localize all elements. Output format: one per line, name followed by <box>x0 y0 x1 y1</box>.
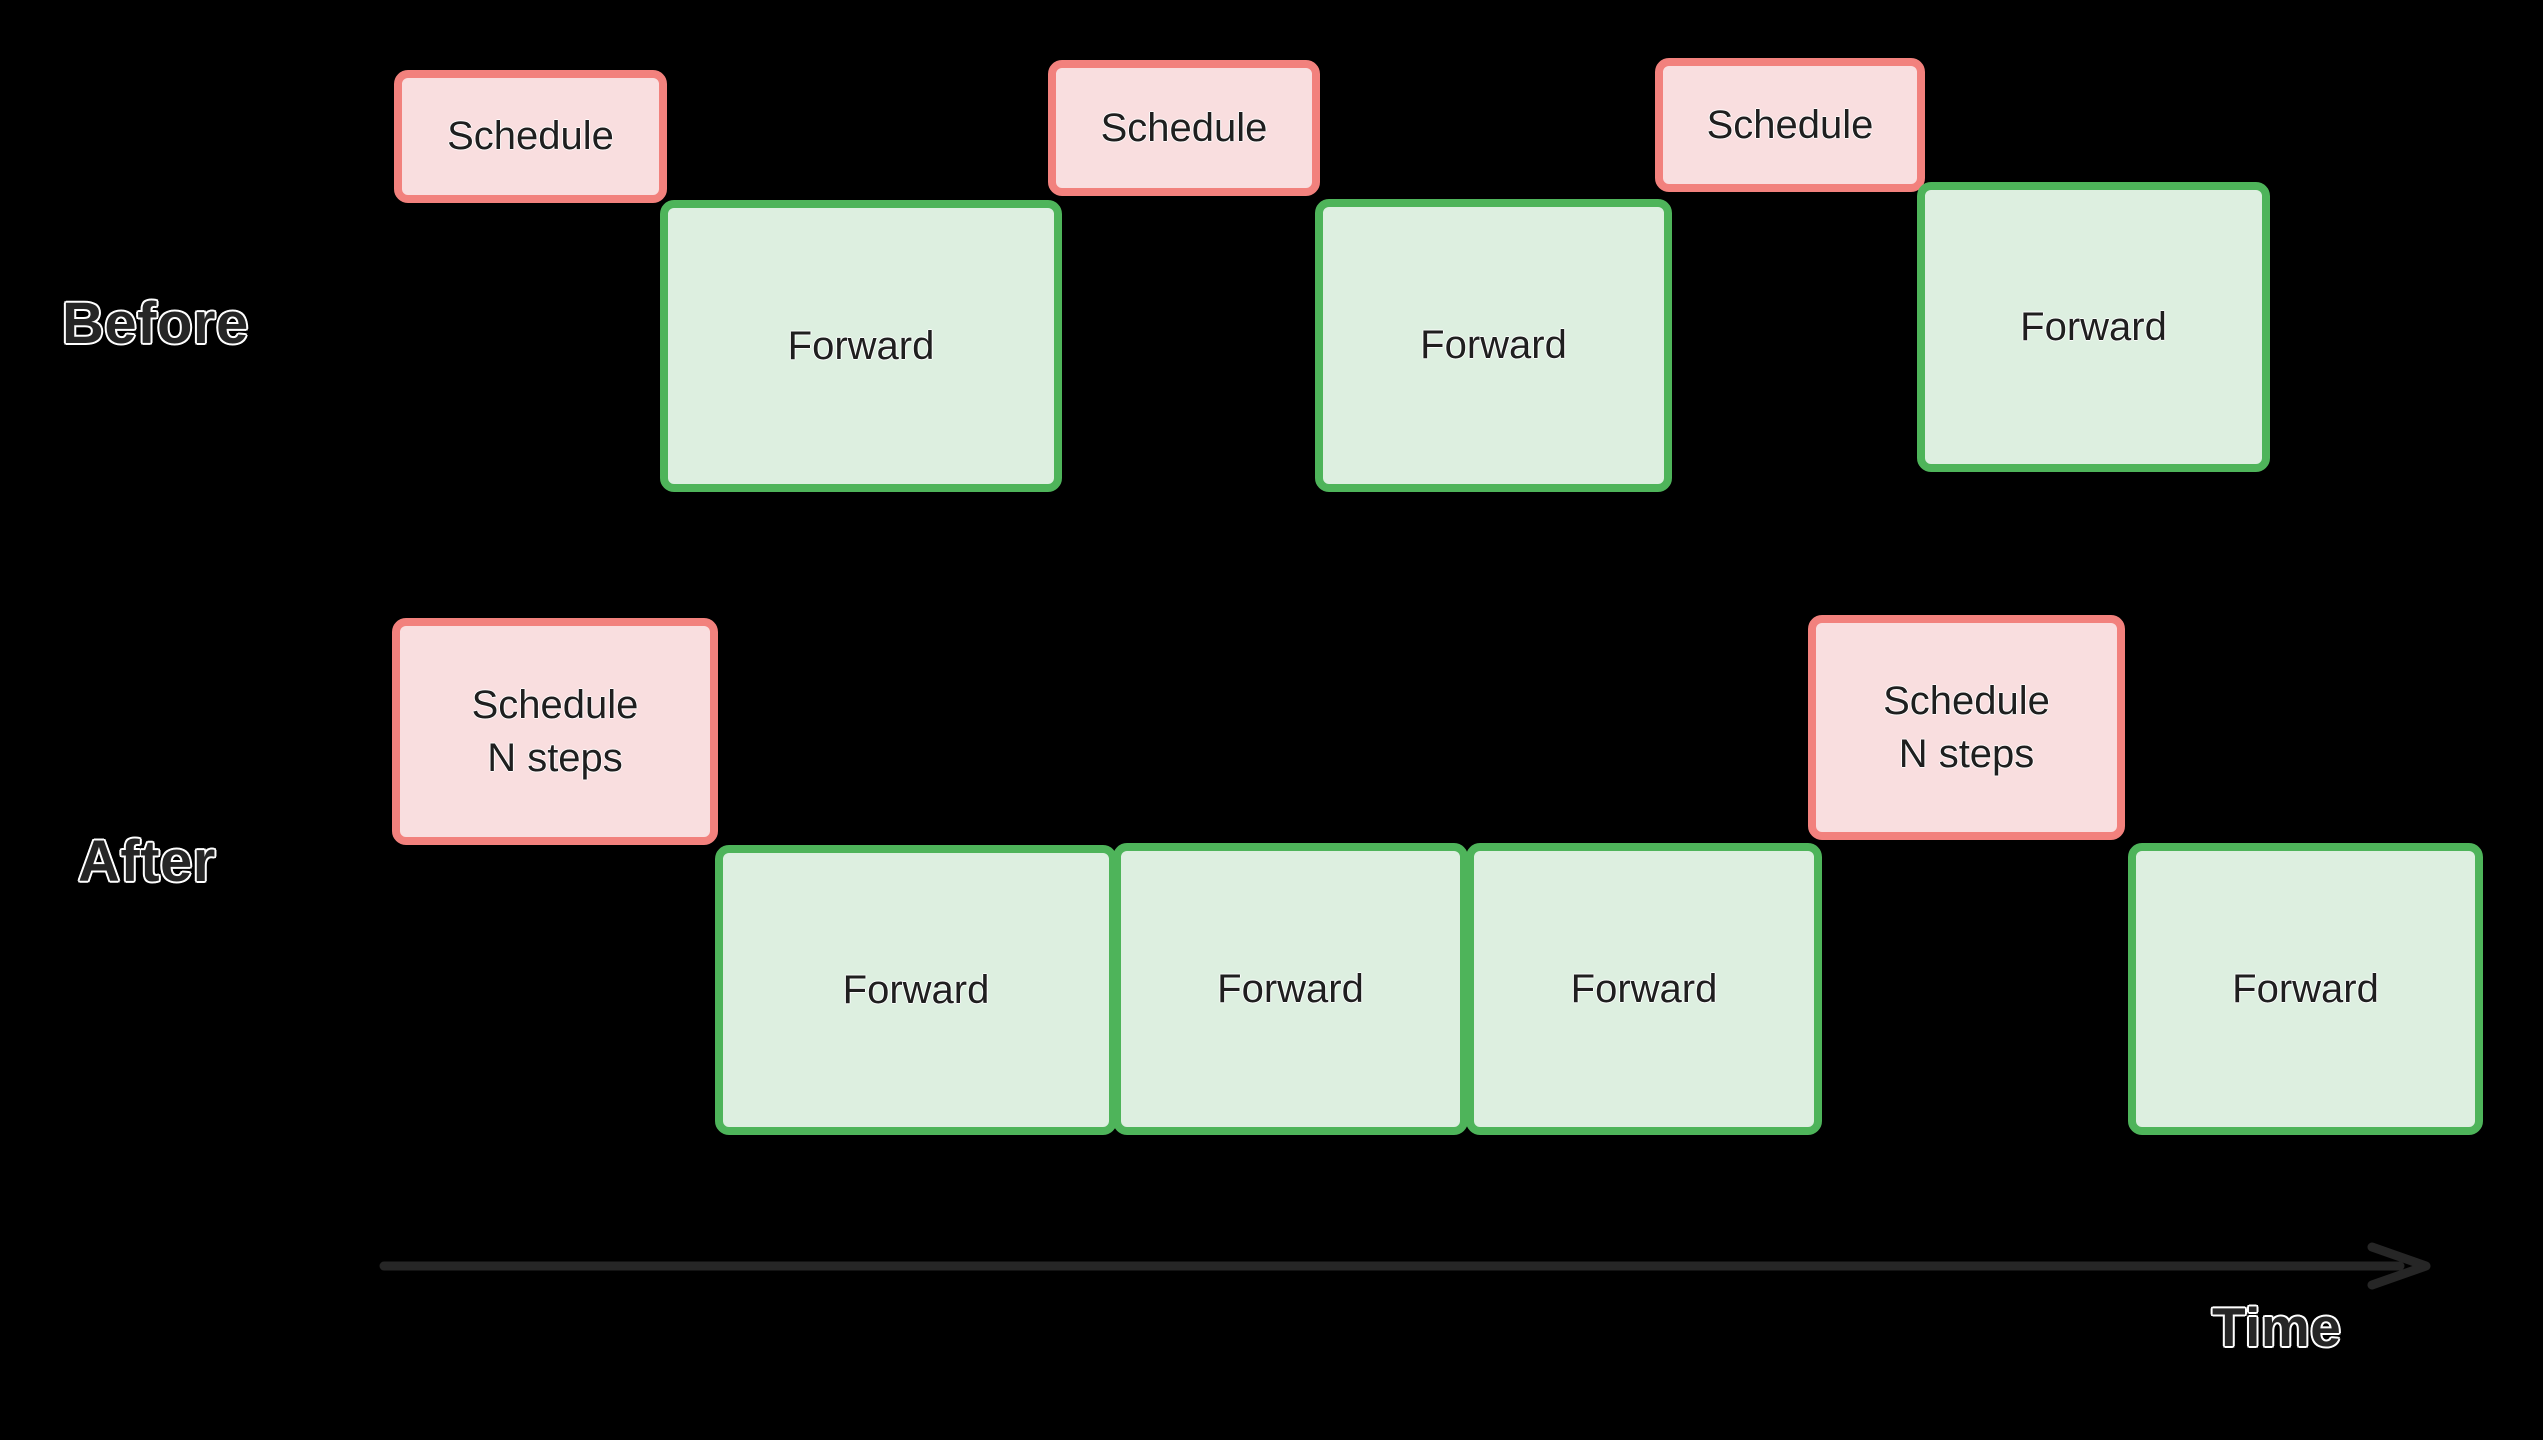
row-label-before: Before <box>62 291 249 356</box>
after-forward-block-4[interactable]: Forward <box>2128 843 2483 1135</box>
before-forward-block-1[interactable]: Forward <box>660 200 1062 492</box>
before-schedule-block-1[interactable]: Schedule <box>394 70 667 203</box>
after-forward-block-2[interactable]: Forward <box>1113 843 1468 1135</box>
block-label: Schedule N steps <box>471 682 639 780</box>
block-label: Forward <box>787 323 935 368</box>
after-schedule-block-2[interactable]: Schedule N steps <box>1808 615 2125 840</box>
block-label: Forward <box>2020 304 2167 349</box>
before-schedule-block-3[interactable]: Schedule <box>1655 58 1925 192</box>
before-schedule-block-2[interactable]: Schedule <box>1048 60 1320 196</box>
after-schedule-block-1[interactable]: Schedule N steps <box>392 618 718 845</box>
time-axis-label: Time <box>2212 1296 2342 1358</box>
block-label: Schedule <box>1706 102 1874 147</box>
block-label: Forward <box>2232 966 2379 1011</box>
block-label: Forward <box>1420 323 1567 368</box>
row-label-after: After <box>78 829 216 894</box>
after-forward-block-3[interactable]: Forward <box>1466 843 1822 1135</box>
time-axis-arrow-icon <box>379 1242 2431 1290</box>
block-label: Schedule N steps <box>1883 678 2050 776</box>
block-label: Forward <box>842 967 990 1012</box>
before-forward-block-2[interactable]: Forward <box>1315 199 1672 492</box>
block-label: Forward <box>1570 966 1718 1011</box>
block-label: Schedule <box>447 114 614 159</box>
before-forward-block-3[interactable]: Forward <box>1917 182 2270 472</box>
block-label: Forward <box>1217 966 1364 1011</box>
block-label: Schedule <box>1100 105 1268 150</box>
after-forward-block-1[interactable]: Forward <box>715 845 1117 1135</box>
